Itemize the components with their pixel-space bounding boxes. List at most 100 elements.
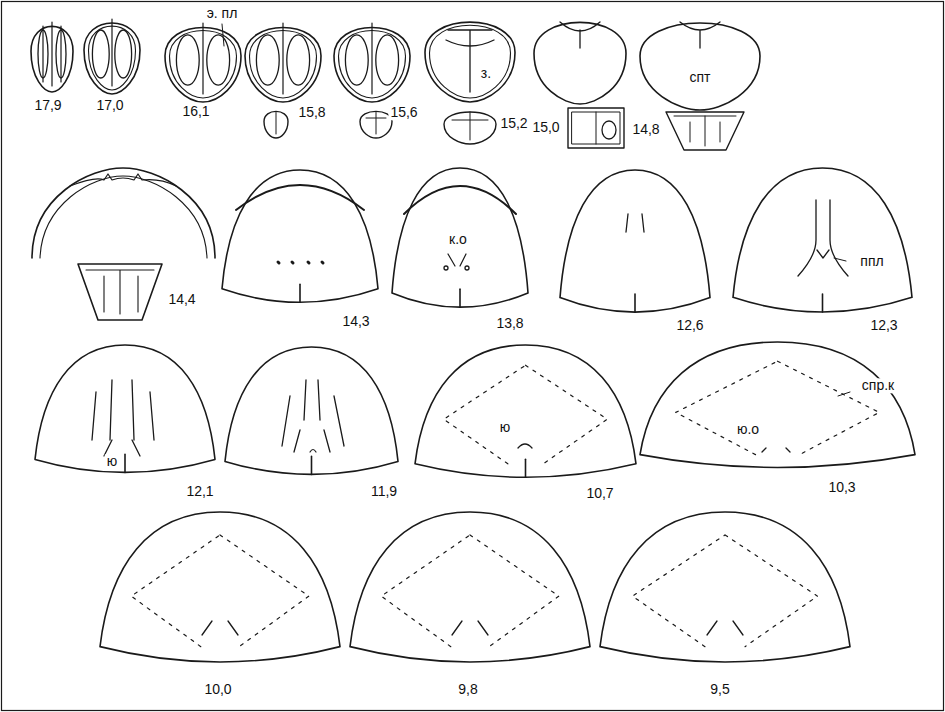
structure-label: к.о [447, 232, 469, 247]
section-number: 10,7 [584, 486, 615, 501]
skull-wall [430, 25, 511, 98]
jaw-cavity [602, 121, 616, 139]
head-section [640, 342, 915, 467]
structure-label: спт [688, 70, 713, 85]
midline-tick [822, 294, 824, 312]
head-section [350, 512, 590, 662]
jaw-line [674, 116, 736, 146]
dotted-fold [444, 365, 608, 464]
jaw-line [276, 112, 277, 134]
section-number: 9,5 [708, 682, 731, 697]
mouth-arc [310, 450, 316, 453]
dotted-fold [381, 535, 559, 647]
leader-line [222, 24, 224, 46]
head-section [35, 345, 215, 472]
nasal-cavity [38, 30, 48, 78]
nasal-cavity [256, 35, 279, 85]
nasal-cavity [92, 30, 109, 78]
dotted-fold [633, 535, 818, 647]
section-number: 14,4 [166, 292, 197, 307]
nasal-cavity [207, 35, 230, 85]
head-section [600, 512, 850, 662]
midline-tick [459, 289, 461, 307]
section-number: 16,1 [180, 104, 211, 119]
nasal-cavity [287, 35, 310, 85]
dotted-fold [131, 535, 309, 647]
midline-tick [299, 284, 301, 302]
section-number: 12,6 [674, 318, 705, 333]
head-section [225, 347, 398, 474]
mouth-lines [707, 621, 743, 635]
nasal-cavity [376, 35, 399, 85]
section-number: 12,1 [184, 484, 215, 499]
structure-label: ю [105, 454, 120, 469]
septum [282, 23, 283, 94]
septum-cross [446, 30, 494, 92]
dots [278, 262, 323, 263]
jaw-line [572, 112, 620, 144]
canal-dot [444, 266, 448, 270]
canal-mark [448, 254, 466, 266]
midline-tick [525, 459, 527, 477]
jaw-line [86, 270, 154, 314]
section-number: 15,0 [530, 120, 561, 135]
head-section [415, 345, 636, 477]
head-section [534, 22, 626, 104]
septum-top [560, 22, 600, 48]
midline-tick [634, 294, 636, 312]
section-number: 12,3 [868, 318, 899, 333]
section-number: 11,9 [369, 484, 399, 499]
section-number: 10,0 [202, 682, 233, 697]
nasal-cavity [176, 35, 199, 85]
canal-dot [465, 266, 469, 270]
structure-label: спр.к [860, 378, 896, 393]
roof-edge [70, 174, 176, 186]
structure-label: з. [479, 66, 493, 81]
palate-lines [798, 200, 848, 276]
section-number: 15,2 [498, 116, 529, 131]
canal-mark [626, 214, 644, 232]
nasal-cavity [56, 30, 66, 78]
jaw-section [78, 264, 162, 320]
section-number: 10,3 [826, 480, 857, 495]
structure-label: ппл [858, 254, 885, 269]
head-section [425, 22, 515, 102]
head-arch [32, 168, 215, 258]
section-number: 14,3 [340, 314, 371, 329]
palate-lines [92, 380, 154, 456]
mouth-lines [452, 621, 488, 635]
nasal-cavity [115, 30, 132, 78]
jaw-line [366, 112, 386, 134]
jaw-section [568, 108, 624, 148]
head-section [560, 170, 710, 312]
section-number: 15,6 [388, 105, 419, 120]
section-number: 14,8 [630, 122, 661, 137]
leader-line [834, 258, 846, 261]
head-section [733, 168, 912, 312]
roof-arch [404, 186, 516, 214]
roof-arch [236, 185, 364, 210]
mouth-arc [762, 448, 790, 452]
jaw-section [360, 111, 392, 138]
head-section [222, 170, 378, 302]
section-number: 17,9 [32, 98, 63, 113]
dotted-fold [676, 361, 880, 454]
mouth-arc [518, 444, 532, 448]
section-number: 9,8 [456, 682, 479, 697]
septum [111, 19, 112, 86]
jaw-line [452, 112, 488, 140]
midline-tick [311, 456, 313, 474]
nasal-cavity [345, 35, 368, 85]
septum-top [680, 22, 720, 48]
section-number: 15,8 [296, 105, 327, 120]
midline-tick [124, 454, 126, 472]
head-section [100, 512, 340, 662]
head-arch-inner [40, 176, 207, 258]
septum [202, 23, 203, 94]
structure-label: ю [498, 420, 513, 435]
head-section [392, 168, 528, 307]
cartilage [43, 22, 61, 86]
